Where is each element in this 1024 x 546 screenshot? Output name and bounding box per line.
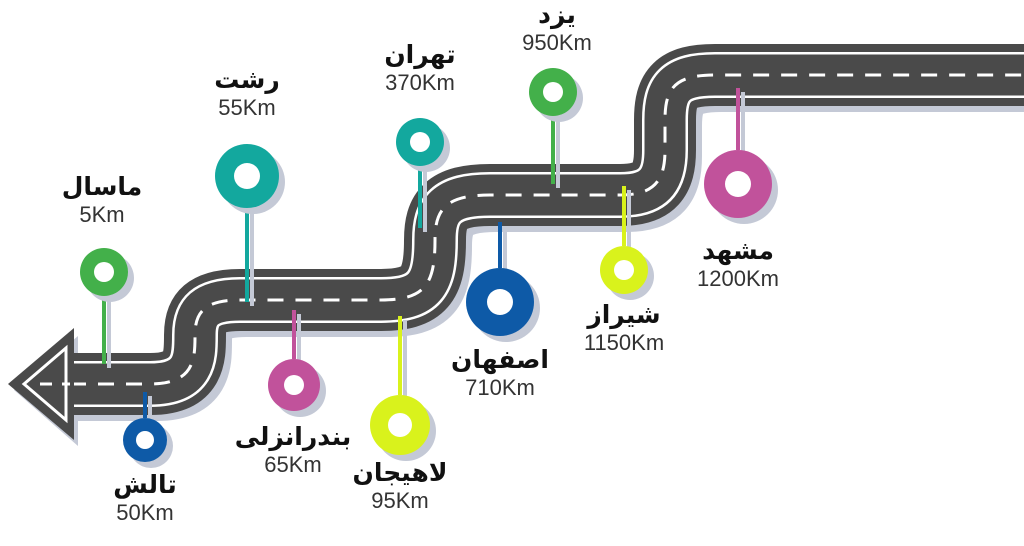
- stop-label-lahijan: لاهیجان 95Km: [310, 458, 490, 514]
- stop-distance: 1150Km: [583, 330, 665, 355]
- pin-yazd-ring-hole: [543, 82, 563, 102]
- stop-name: بندرانزلی: [234, 422, 352, 451]
- stop-name: یزد: [538, 0, 576, 29]
- stop-label-masal: ماسال 5Km: [12, 172, 192, 228]
- stop-distance: 50Km: [116, 500, 174, 525]
- stop-label-shiraz: شیراز 1150Km: [534, 300, 714, 356]
- pin-masal-ring-hole: [94, 262, 114, 282]
- stop-distance: 370Km: [385, 70, 455, 95]
- road-center-dash: [70, 73, 1024, 386]
- pin-tehran-ring-hole: [410, 132, 430, 152]
- stop-name: تالش: [113, 470, 177, 499]
- stop-name: رشت: [214, 65, 280, 94]
- stop-label-mashhad: مشهد 1200Km: [648, 236, 828, 292]
- stop-name: مشهد: [702, 236, 774, 265]
- stop-distance: 5Km: [79, 202, 125, 227]
- stop-label-isfahan: اصفهان 710Km: [410, 345, 590, 401]
- stop-label-rasht: رشت 55Km: [157, 65, 337, 121]
- pin-mashhad-ring-hole: [725, 171, 751, 197]
- stop-name: ماسال: [61, 172, 143, 201]
- stop-distance: 1200Km: [697, 266, 779, 291]
- stop-name: تهران: [384, 40, 456, 69]
- stop-distance: 65Km: [264, 452, 322, 477]
- stop-distance: 950Km: [522, 30, 592, 55]
- pin-shiraz-ring-hole: [614, 260, 634, 280]
- stop-distance: 55Km: [218, 95, 276, 120]
- pin-rasht-ring-hole: [234, 163, 260, 189]
- pin-isfahan-ring-hole: [487, 289, 513, 315]
- stop-name: شیراز: [587, 300, 661, 329]
- stop-label-talesh: تالش 50Km: [55, 470, 235, 526]
- pin-talesh-ring-hole: [136, 431, 154, 449]
- stop-label-bandar-anzali: بندرانزلی 65Km: [203, 422, 383, 478]
- stop-name: لاهیجان: [352, 458, 448, 487]
- pin-lahijan-ring-hole: [388, 413, 412, 437]
- stop-distance: 95Km: [371, 488, 429, 513]
- stop-label-yazd: یزد 950Km: [467, 0, 647, 56]
- stop-name: اصفهان: [451, 345, 549, 374]
- pin-bandar-anzali-ring-hole: [284, 375, 304, 395]
- stop-distance: 710Km: [465, 375, 535, 400]
- stop-label-tehran: تهران 370Km: [330, 40, 510, 96]
